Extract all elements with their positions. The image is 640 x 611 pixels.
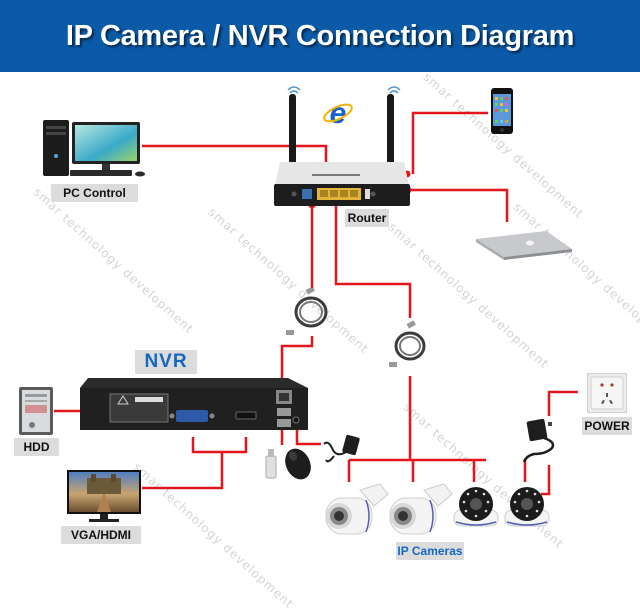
dome-camera-2	[503, 484, 551, 530]
monitor-label: VGA/HDMI	[61, 526, 141, 544]
smartphone	[491, 88, 513, 134]
mouse-icon	[285, 448, 311, 480]
ethernet-cable-2	[383, 320, 433, 370]
usb-drive-icon	[265, 449, 277, 479]
power-adapter-icon	[522, 418, 555, 463]
mouse	[281, 446, 315, 482]
diagram-title: IP Camera / NVR Connection Diagram	[65, 19, 575, 52]
hdd-label: HDD	[14, 438, 59, 456]
power-outlet-icon	[586, 372, 628, 414]
power-adapter-icon	[323, 434, 360, 463]
nvr-power-adapter	[322, 430, 362, 468]
ethernet-cable-icon	[286, 286, 328, 335]
pc-control-label: PC Control	[51, 184, 138, 202]
laptop-icon	[476, 231, 572, 260]
power-outlet	[586, 372, 628, 414]
bullet-camera-icon	[325, 483, 389, 535]
ethernet-cable-icon	[389, 320, 426, 367]
title-banner: IP Camera / NVR Connection Diagram	[0, 0, 640, 72]
router	[272, 80, 412, 210]
hard-drive-icon	[19, 387, 53, 435]
internet: e	[323, 97, 353, 130]
dome-camera-icon	[504, 487, 550, 527]
nvr-label: NVR	[135, 350, 197, 374]
smartphone-icon	[491, 88, 513, 134]
connection-wires	[54, 111, 578, 496]
bullet-camera-icon	[389, 483, 453, 535]
ip-cameras-label: IP Cameras	[396, 542, 464, 560]
power-label: POWER	[582, 417, 632, 435]
nvr	[80, 374, 320, 436]
camera-power-adapter	[522, 416, 566, 466]
hdd	[19, 387, 53, 435]
desktop-computer-icon	[43, 120, 145, 177]
monitor	[67, 470, 141, 524]
dome-camera-1	[452, 484, 500, 530]
ethernet-cable-1	[284, 286, 334, 338]
router-label: Router	[345, 209, 389, 227]
wifi-router-icon	[274, 86, 410, 206]
internet-explorer-icon: e	[323, 97, 353, 130]
nvr-recorder-icon	[80, 378, 308, 430]
bullet-camera-1	[320, 482, 392, 538]
usb-drive	[264, 448, 278, 480]
monitor-icon	[67, 470, 141, 522]
bullet-camera-2	[384, 482, 456, 538]
dome-camera-icon	[453, 487, 499, 527]
laptop	[474, 229, 574, 261]
pc-control	[40, 118, 150, 180]
